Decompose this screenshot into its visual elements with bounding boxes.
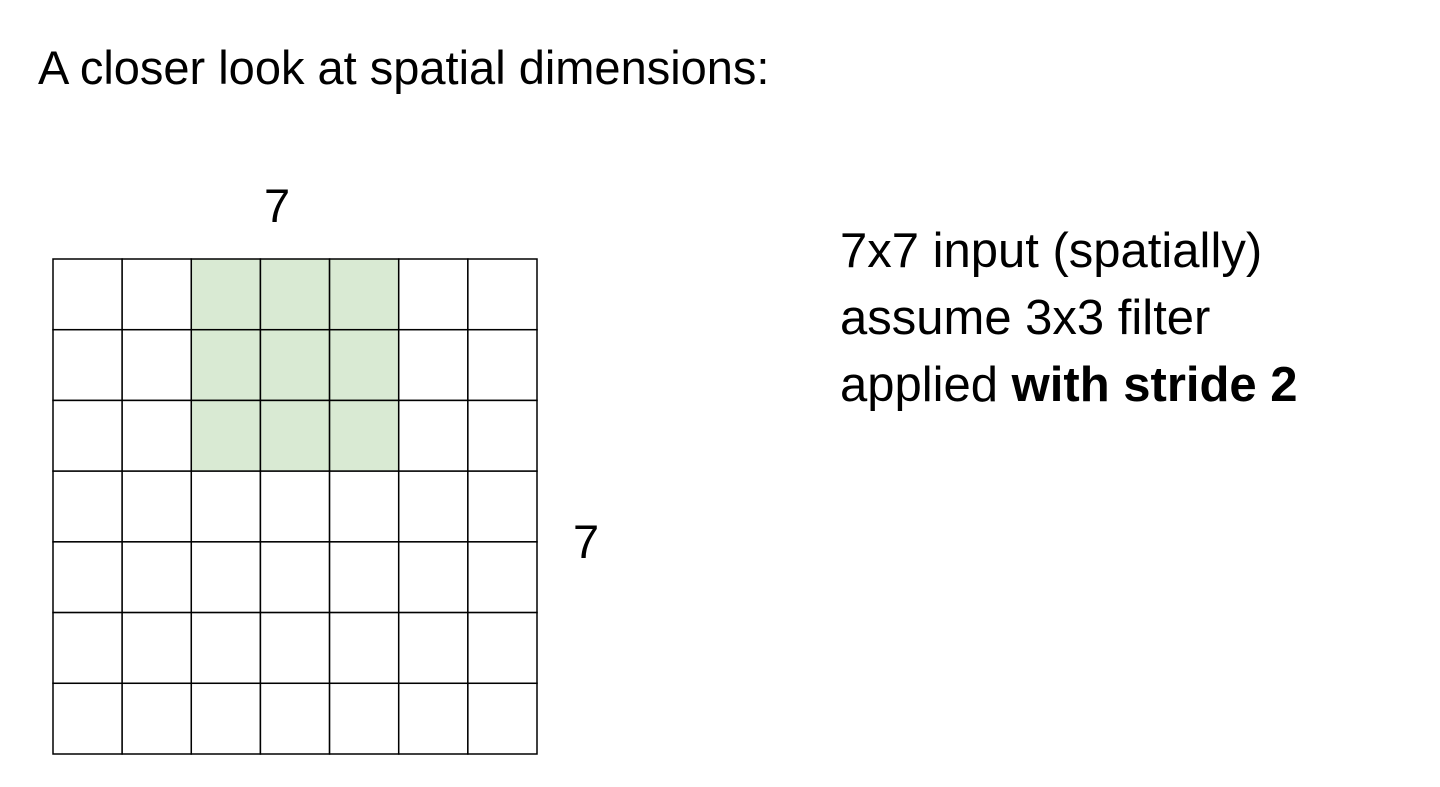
filter-cell [259,258,331,331]
filter-cell [190,399,262,472]
grid-cell [397,682,469,755]
grid-cell [121,682,193,755]
description-line-stride: applied with stride 2 [840,352,1298,419]
grid-cell [190,541,262,614]
filter-cell [328,328,400,402]
filter-cell [190,258,262,331]
filter-cell [259,399,331,472]
grid-cell [467,611,538,685]
grid-cell [259,470,331,543]
input-grid [52,258,538,755]
grid-cell [121,328,193,402]
grid-cell [397,328,469,402]
grid-cell [467,399,538,472]
grid-cell [121,611,193,685]
grid-cell [52,611,123,685]
grid-cell [121,399,193,472]
grid-cell [52,258,123,331]
grid-cell [328,682,400,755]
grid-height-label: 7 [573,515,600,568]
input-grid-svg [52,258,538,755]
grid-cell [467,258,538,331]
grid-cell [121,541,193,614]
grid-cell [328,541,400,614]
grid-cell [52,470,123,543]
grid-cell [52,541,123,614]
grid-cell [467,470,538,543]
grid-cell [259,611,331,685]
grid-cell [190,470,262,543]
grid-cell [397,258,469,331]
grid-cell [467,682,538,755]
filter-cell [259,328,331,402]
grid-cell [52,328,123,402]
description: 7x7 input (spatially) assume 3x3 filter … [840,218,1298,419]
grid-cell [397,611,469,685]
description-line-filter: assume 3x3 filter [840,291,1211,345]
grid-cell [121,470,193,543]
grid-cell [467,541,538,614]
grid-cell [328,611,400,685]
grid-cell [259,541,331,614]
grid-cell [397,470,469,543]
description-stride-text: with stride 2 [1011,358,1298,412]
slide-title: A closer look at spatial dimensions: [38,41,770,94]
grid-cell [467,328,538,402]
filter-cell [190,328,262,402]
grid-cell [397,399,469,472]
grid-cell [397,541,469,614]
grid-width-label: 7 [264,179,291,232]
grid-cell [328,470,400,543]
filter-cell [328,258,400,331]
grid-cell [259,682,331,755]
filter-cell [328,399,400,472]
grid-cell [121,258,193,331]
grid-cell [52,399,123,472]
description-applied-text: applied [840,358,1012,412]
grid-cell [190,682,262,755]
grid-cell [190,611,262,685]
grid-cell [52,682,123,755]
description-line-input: 7x7 input (spatially) [840,224,1263,278]
